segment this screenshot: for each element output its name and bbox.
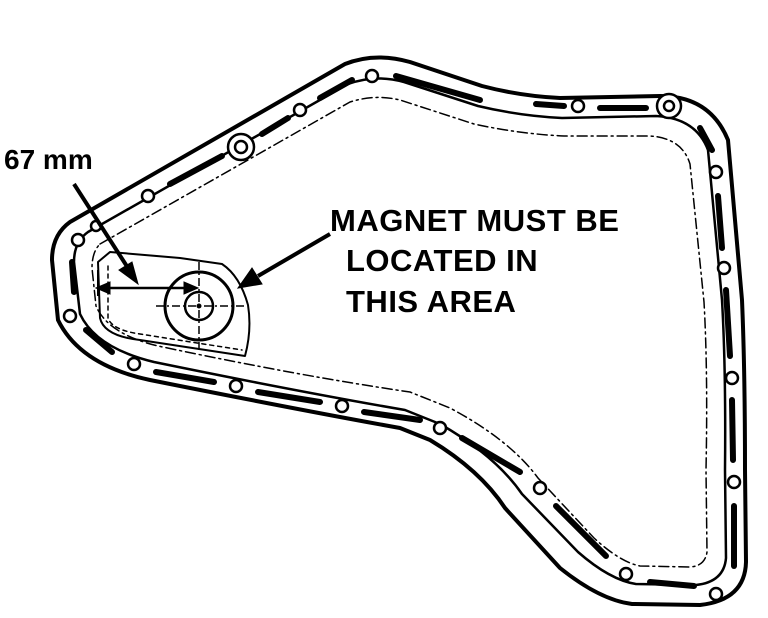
flange-slot (459, 435, 523, 475)
pan-inner-flange (72, 77, 728, 587)
bolt-hole (70, 232, 86, 248)
callout-leader-line (256, 232, 332, 278)
flange-slot (723, 287, 733, 359)
flange-slot (69, 259, 77, 295)
dimension-67mm (94, 270, 200, 296)
pan-sump-outline (91, 96, 708, 568)
flange-slot (533, 101, 567, 109)
bolt-hole (228, 378, 244, 394)
flange-slot (697, 125, 715, 153)
bolt-hole (432, 420, 448, 436)
bolt-boss-inner (233, 139, 249, 155)
dimension-leader-line (72, 182, 130, 270)
callout-leader-arrowhead (236, 267, 263, 289)
bolt-hole (726, 474, 742, 490)
flange-slot (729, 397, 736, 463)
bolt-hole (62, 308, 78, 324)
dimension-leader-arrowhead (118, 261, 139, 286)
magnet-area-boundary (107, 265, 243, 351)
callout-text-line-1: MAGNET MUST BE (330, 203, 620, 238)
bolt-hole (532, 480, 548, 496)
flange-slot (259, 115, 291, 137)
pan-inner-sump (97, 251, 251, 357)
dimension-arrowhead-left (94, 281, 111, 295)
bolt-hole (292, 102, 308, 118)
flange-slot (255, 389, 323, 405)
dimension-arrowhead-right (183, 281, 200, 295)
bolt-holes (62, 68, 742, 602)
flange-slot (715, 193, 725, 251)
bolt-hole (570, 98, 586, 114)
flange-slot (83, 327, 115, 355)
bolt-hole (140, 188, 156, 204)
flange-slot (317, 77, 355, 101)
flange-slots (69, 73, 737, 589)
pan-outer-outline (50, 55, 748, 607)
bolt-hole (364, 68, 380, 84)
bolt-hole (708, 164, 724, 180)
bolt-hole (126, 356, 142, 372)
bolt-bosses (226, 92, 683, 162)
bolt-hole (716, 260, 732, 276)
flange-slot (647, 579, 697, 589)
bolt-hole (724, 370, 740, 386)
bolt-hole (618, 566, 634, 582)
bolt-boss-inner (662, 99, 676, 113)
flange-slot (553, 503, 609, 559)
flange-slot (393, 73, 483, 103)
flange-slot (153, 369, 217, 385)
magnet-location (156, 262, 244, 350)
dimension-label: 67 mm (4, 144, 93, 175)
flange-slot (167, 153, 225, 187)
bolt-hole (334, 398, 350, 414)
leader-arrows (72, 182, 332, 289)
magnet-center-dot (196, 303, 202, 309)
bolt-hole (708, 586, 724, 602)
callout-text-line-2: LOCATED IN (346, 243, 539, 278)
flange-slot (361, 409, 423, 423)
callout-text-line-3: THIS AREA (346, 284, 517, 319)
